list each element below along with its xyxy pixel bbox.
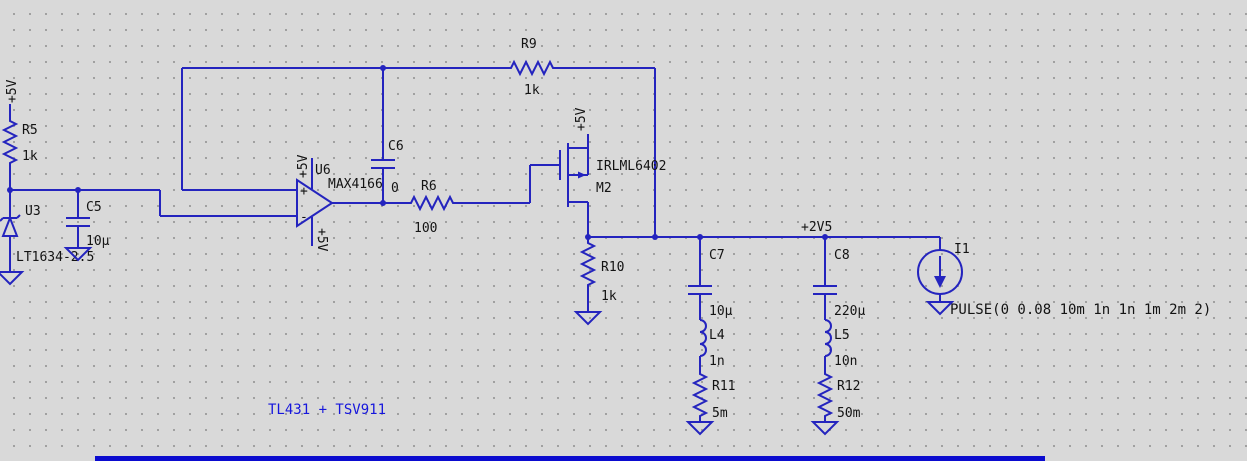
c5-name-label[interactable]: C5 [86,200,102,215]
c6-value-label[interactable]: 0 [391,181,399,196]
r12-value-label[interactable]: 50m [837,406,861,421]
component-r9[interactable]: R9 1k [505,37,559,98]
c7-name-label[interactable]: C7 [709,248,725,263]
u6-minus-mark: - [300,210,308,225]
c6-symbol [371,159,395,169]
ground-symbol-r10[interactable] [573,311,603,326]
r12-symbol [816,368,834,422]
power-flag-opamp-top[interactable]: +5V [296,154,311,178]
l4-symbol [699,319,707,357]
l5-symbol [824,319,832,357]
net-label-2v5[interactable]: +2V5 [801,220,832,235]
l5-name-label[interactable]: L5 [834,328,850,343]
r9-symbol [505,59,559,77]
i1-arrow-head [934,276,946,288]
u6-name-label[interactable]: U6 [315,163,331,178]
r6-name-label[interactable]: R6 [421,179,437,194]
r6-symbol [405,194,459,212]
r10-value-label[interactable]: 1k [601,289,617,304]
comment-text[interactable]: TL431 + TSV911 [268,402,386,418]
r10-symbol [579,237,597,291]
component-m2[interactable]: +5V IRLML6402 M2 [559,107,666,207]
component-l5[interactable]: L5 10n [824,319,857,369]
junction-dot [585,234,591,240]
l4-name-label[interactable]: L4 [709,328,725,343]
r11-name-label[interactable]: R11 [712,379,735,394]
power-flag-left-rail[interactable]: +5V [5,79,20,103]
l4-value-label[interactable]: 1n [709,354,725,369]
component-i1[interactable]: I1 PULSE(0 0.08 10m 1n 1n 1m 2m 2) [917,242,1211,318]
r5-name-label[interactable]: R5 [22,123,38,138]
c7-value-label[interactable]: 10µ [709,304,733,319]
m2-name-label[interactable]: M2 [596,181,612,196]
power-flag-m2-source[interactable]: +5V [574,107,589,131]
c8-symbol [813,285,837,295]
r6-value-label[interactable]: 100 [414,221,437,236]
l5-value-label[interactable]: 10n [834,354,857,369]
u6-plus-mark: + [300,184,308,199]
component-c5[interactable]: C5 10µ [66,200,110,249]
junction-dot [697,234,703,240]
r11-symbol [691,368,709,422]
u3-value-label[interactable]: LT1634-2.5 [16,250,94,265]
r9-name-label[interactable]: R9 [521,37,537,52]
i1-value-label[interactable]: PULSE(0 0.08 10m 1n 1n 1m 2m 2) [950,302,1211,318]
ground-symbol-c8-branch[interactable] [810,421,840,436]
c5-value-label[interactable]: 10µ [86,234,110,249]
junction-dot [380,65,386,71]
m2-value-label[interactable]: IRLML6402 [596,159,666,174]
r10-name-label[interactable]: R10 [601,260,624,275]
component-u6[interactable]: + - +5V +5V U6 MAX4166 [296,154,383,252]
c5-symbol [66,217,90,227]
i1-symbol [917,249,963,295]
power-flag-opamp-bottom[interactable]: +5V [314,228,329,252]
junction-dot [652,234,658,240]
u6-symbol [296,178,334,228]
wire[interactable] [9,67,941,368]
junction-dot [7,187,13,193]
r12-name-label[interactable]: R12 [837,379,860,394]
r9-value-label[interactable]: 1k [524,83,540,98]
r11-value-label[interactable]: 5m [712,406,728,421]
junction-dot [822,234,828,240]
c7-symbol [688,285,712,295]
component-r10[interactable]: R10 1k [579,237,624,304]
component-c7[interactable]: C7 10µ [688,248,733,319]
r5-value-label[interactable]: 1k [22,149,38,164]
c8-value-label[interactable]: 220µ [834,304,865,319]
ground-symbol-u3[interactable] [0,271,25,286]
u3-symbol [0,214,21,237]
component-r12[interactable]: R12 50m [816,368,861,422]
component-c6[interactable]: C6 0 [371,139,404,196]
junction-dot [380,200,386,206]
c8-name-label[interactable]: C8 [834,248,850,263]
u3-name-label[interactable]: U3 [25,204,41,219]
component-r11[interactable]: R11 5m [691,368,735,422]
m2-symbol [559,134,589,207]
c6-name-label[interactable]: C6 [388,139,404,154]
component-r5[interactable]: R5 1k [1,115,38,169]
component-r6[interactable]: R6 100 [405,179,459,236]
i1-name-label[interactable]: I1 [954,242,970,257]
component-l4[interactable]: L4 1n [699,319,725,369]
u6-value-label[interactable]: MAX4166 [328,177,383,192]
bottom-window-edge [95,456,1045,461]
r5-symbol [1,115,19,169]
junction-dot [75,187,81,193]
m2-body-arrow [578,171,586,179]
ground-symbol-c5[interactable] [63,247,93,262]
ground-symbol-i1[interactable] [925,301,955,316]
component-u3[interactable]: U3 LT1634-2.5 [0,204,94,265]
component-c8[interactable]: C8 220µ [813,248,865,319]
ground-symbol-c7-branch[interactable] [685,421,715,436]
